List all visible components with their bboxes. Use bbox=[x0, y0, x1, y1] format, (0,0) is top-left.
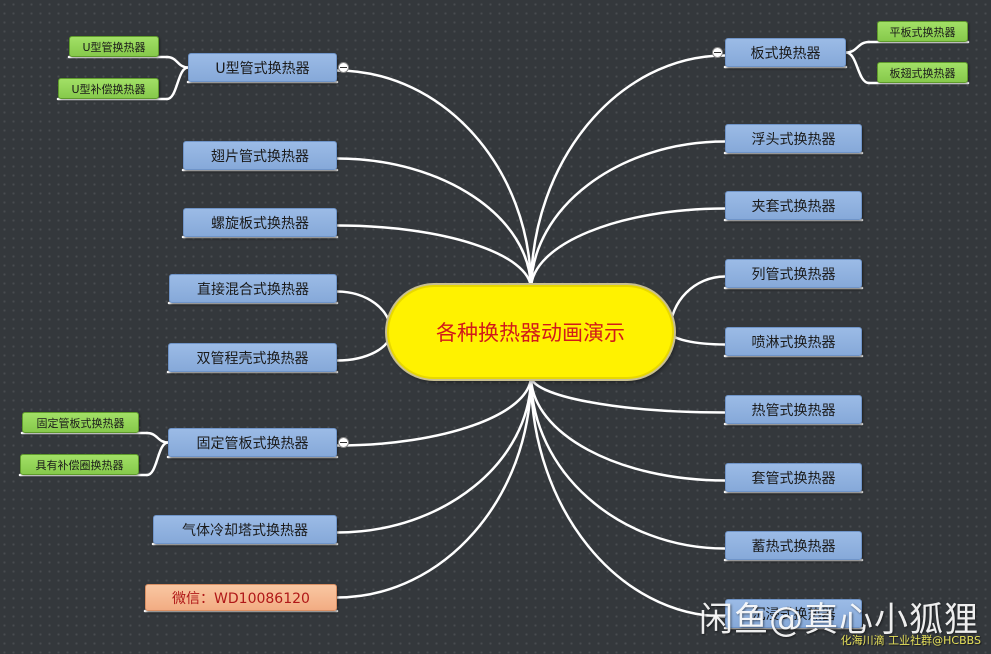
leaf-u-tube-exchanger[interactable]: U型管换热器 bbox=[69, 36, 159, 57]
branch-label: 列管式换热器 bbox=[751, 266, 836, 283]
leaf-label: 固定管板式换热器 bbox=[36, 416, 125, 430]
connector-line bbox=[335, 374, 533, 599]
connector-line bbox=[335, 224, 533, 291]
leaf-flat-plate[interactable]: 平板式换热器 bbox=[877, 21, 968, 42]
connector-line bbox=[335, 69, 533, 291]
connector-line bbox=[668, 330, 727, 346]
branch-gas-cooling-tower[interactable]: 气体冷却塔式换热器 bbox=[153, 515, 337, 544]
connector-line bbox=[529, 374, 727, 618]
leaf-connector bbox=[165, 55, 190, 69]
connector-line bbox=[529, 207, 727, 291]
branch-label: 喷淋式换热器 bbox=[751, 334, 836, 351]
branch-label: U型管式换热器 bbox=[215, 60, 310, 77]
branch-shell-and-tube[interactable]: 列管式换热器 bbox=[725, 259, 862, 288]
branch-label: 翅片管式换热器 bbox=[211, 148, 309, 165]
branch-double-pipe[interactable]: 套管式换热器 bbox=[725, 463, 862, 492]
leaf-connector bbox=[844, 40, 871, 54]
branch-label: 气体冷却塔式换热器 bbox=[182, 522, 308, 539]
branch-regenerative[interactable]: 蓄热式换热器 bbox=[725, 531, 862, 560]
connector-line bbox=[668, 275, 727, 334]
leaf-fixed-tube-sheet[interactable]: 固定管板式换热器 bbox=[22, 412, 139, 433]
leaf-label: U型管换热器 bbox=[82, 40, 146, 54]
branch-direct-mixing[interactable]: 直接混合式换热器 bbox=[169, 274, 337, 303]
watermark-subtitle: 化海川滴 工业社群@HCBBS bbox=[840, 634, 981, 647]
collapse-toggle-icon[interactable] bbox=[338, 62, 349, 73]
central-topic[interactable]: 各种换热器动画演示 bbox=[387, 285, 674, 379]
branch-heat-pipe[interactable]: 热管式换热器 bbox=[725, 395, 862, 424]
connector-line bbox=[529, 54, 727, 291]
branch-floating-head[interactable]: 浮头式换热器 bbox=[725, 124, 862, 153]
branch-u-tube[interactable]: U型管式换热器 bbox=[188, 53, 337, 82]
branch-double-pass-shell[interactable]: 双管程壳式换热器 bbox=[168, 343, 337, 372]
branch-spray[interactable]: 喷淋式换热器 bbox=[725, 327, 862, 356]
watermark: 闲鱼@真心小狐狸 bbox=[699, 600, 979, 640]
connector-line bbox=[529, 374, 727, 482]
branch-label: 夹套式换热器 bbox=[751, 198, 836, 215]
branch-label: 螺旋板式换热器 bbox=[211, 215, 309, 232]
connector-line bbox=[335, 157, 533, 291]
branch-label: 微信：WD10086120 bbox=[172, 590, 310, 607]
branch-label: 热管式换热器 bbox=[751, 402, 836, 419]
connector-line bbox=[335, 374, 533, 447]
leaf-plate-fin[interactable]: 板翅式换热器 bbox=[877, 62, 968, 83]
branch-label: 蓄热式换热器 bbox=[751, 538, 836, 555]
wechat-contact[interactable]: 微信：WD10086120 bbox=[145, 584, 337, 611]
collapse-toggle-icon[interactable] bbox=[712, 47, 723, 58]
branch-label: 直接混合式换热器 bbox=[197, 281, 309, 298]
connector-line bbox=[335, 330, 393, 362]
branch-plate[interactable]: 板式换热器 bbox=[725, 38, 846, 67]
branch-fixed-tube-sheet[interactable]: 固定管板式换热器 bbox=[168, 428, 337, 457]
branch-label: 套管式换热器 bbox=[751, 470, 836, 487]
leaf-u-compensation[interactable]: U型补偿换热器 bbox=[58, 78, 159, 99]
connector-line bbox=[335, 290, 393, 334]
connector-line bbox=[529, 374, 727, 414]
branch-jacketed[interactable]: 夹套式换热器 bbox=[725, 191, 862, 220]
central-topic-label: 各种换热器动画演示 bbox=[436, 321, 625, 345]
connector-line bbox=[529, 374, 727, 550]
leaf-label: U型补偿换热器 bbox=[71, 82, 146, 96]
leaf-connector bbox=[165, 66, 190, 101]
leaf-label: 板翅式换热器 bbox=[889, 66, 956, 80]
collapse-toggle-icon[interactable] bbox=[338, 437, 349, 448]
branch-label: 浮头式换热器 bbox=[751, 131, 836, 148]
leaf-connector bbox=[844, 51, 871, 85]
branch-finned-tube[interactable]: 翅片管式换热器 bbox=[183, 141, 337, 170]
leaf-compensation-ring[interactable]: 具有补偿圈换热器 bbox=[20, 454, 139, 475]
branch-spiral-plate[interactable]: 螺旋板式换热器 bbox=[183, 208, 337, 237]
branch-label: 板式换热器 bbox=[750, 45, 821, 62]
branch-label: 固定管板式换热器 bbox=[196, 435, 309, 452]
branch-label: 沉浸式换热器 bbox=[751, 606, 836, 623]
connector-line bbox=[529, 140, 727, 291]
leaf-connector bbox=[145, 441, 170, 477]
branch-label: 双管程壳式换热器 bbox=[196, 350, 309, 367]
branch-immersion[interactable]: 沉浸式换热器 bbox=[725, 599, 862, 628]
connector-line bbox=[335, 374, 533, 534]
leaf-label: 平板式换热器 bbox=[889, 25, 956, 39]
leaf-connector bbox=[145, 431, 170, 444]
leaf-label: 具有补偿圈换热器 bbox=[35, 458, 124, 472]
